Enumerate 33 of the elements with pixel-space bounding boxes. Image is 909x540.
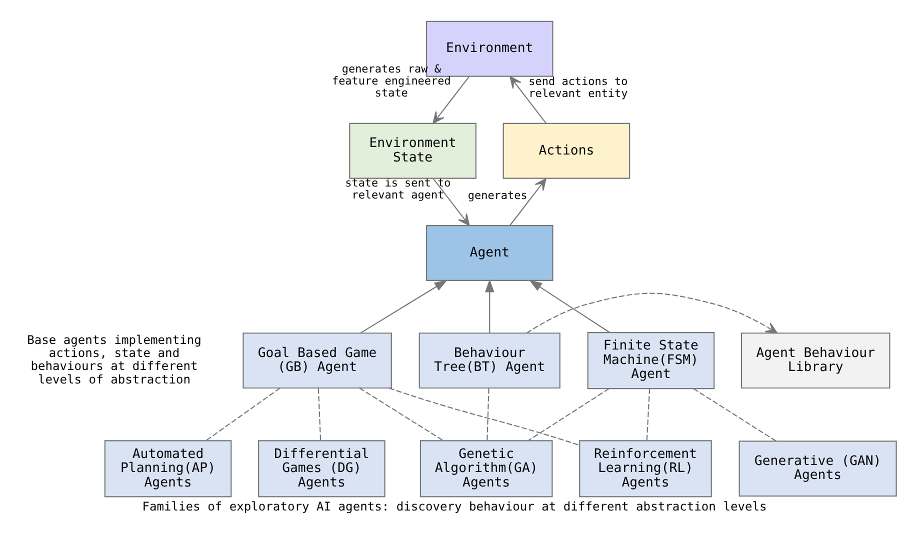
arrow	[528, 280, 610, 333]
connector	[206, 388, 280, 441]
arrow	[526, 292, 778, 334]
arrow	[510, 76, 547, 124]
connector	[528, 388, 610, 442]
node-box: Automated Planning(AP) Agents	[104, 440, 232, 498]
node-box: Generative (GAN) Agents	[738, 440, 897, 497]
node-box: Goal Based Game (GB) Agent	[242, 332, 392, 389]
node-box: Agent	[426, 225, 554, 281]
node-box: Differential Games (DG) Agents	[258, 440, 386, 498]
connector	[486, 388, 490, 440]
node-box: Actions	[502, 122, 630, 179]
node-box: Environment State	[349, 122, 476, 179]
connector	[388, 388, 580, 446]
caption: Families of exploratory AI agents: discovery behaviour at different abstraction levels	[142, 500, 767, 514]
arrow	[432, 76, 470, 124]
edge-label: generates	[468, 188, 528, 202]
connector	[318, 388, 322, 440]
node-box: Reinforcement Learning(RL) Agents	[579, 440, 712, 498]
node-box: Agent Behaviour Library	[740, 332, 890, 389]
edge-label: send actions to relevant entity	[528, 74, 628, 100]
node-box: Finite State Machine(FSM) Agent	[587, 332, 715, 390]
edge-label: state is sent to relevant agent	[345, 176, 451, 202]
label: Base agents implementing actions, state and behaviours at different levels of abstraction	[27, 332, 202, 386]
arrow	[360, 280, 448, 334]
connector	[693, 388, 777, 442]
arrow	[485, 279, 494, 333]
connector	[359, 388, 444, 441]
arrow	[510, 178, 546, 226]
connector	[646, 388, 650, 441]
arrow	[432, 178, 470, 226]
node-box: Genetic Algorithm(GA) Agents	[420, 440, 553, 498]
node-box: Behaviour Tree(BT) Agent	[418, 332, 560, 389]
